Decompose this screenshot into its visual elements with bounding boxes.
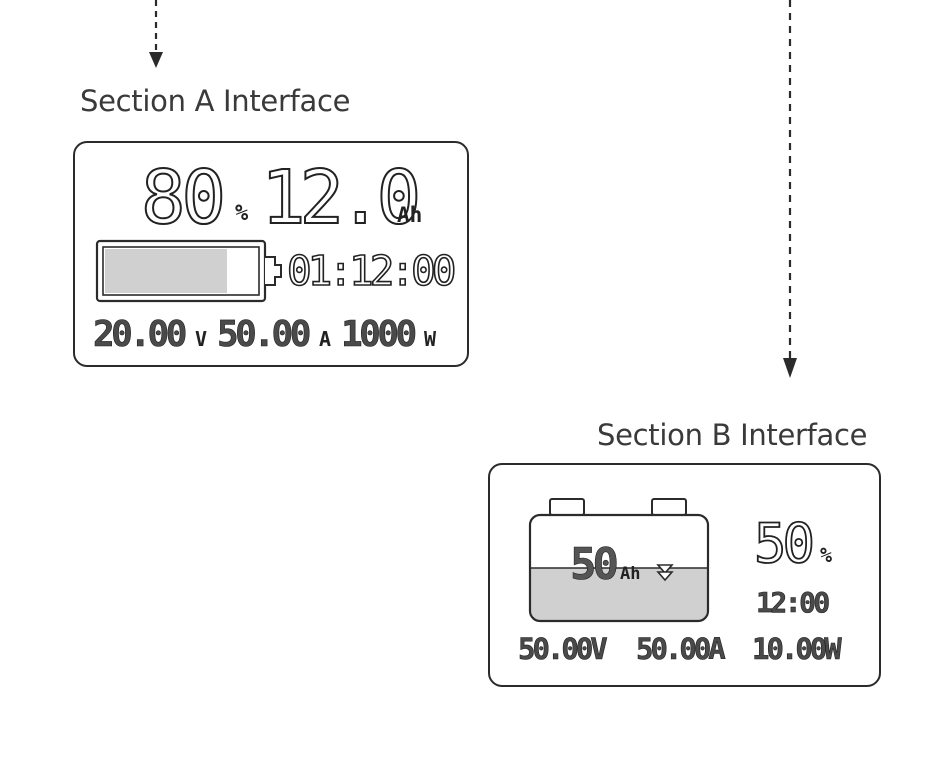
section-a-percent-value: 80 (140, 155, 227, 241)
section-b-power: 10.00W (752, 632, 842, 666)
section-a-time: 01:12:00 (286, 247, 457, 295)
section-a-power-unit: W (424, 327, 437, 351)
section-a-voltage-value: 20.00 (93, 314, 188, 355)
section-a-label: Section A Interface (80, 84, 351, 118)
section-a-power-value: 1000 (341, 314, 418, 355)
section-b-panel: 50 Ah 50 % 12:00 50.00V 50.00A 10.00W (488, 463, 881, 687)
section-b-capacity-unit: Ah (620, 564, 641, 584)
section-a-capacity-value: 12.0 (260, 155, 422, 241)
section-a-capacity-unit: Ah (397, 203, 423, 227)
section-b-percent-unit: % (820, 543, 833, 567)
section-b-battery-icon (528, 498, 710, 623)
section-b-current: 50.00A (636, 632, 726, 666)
section-a-battery-fill (105, 249, 227, 293)
arrow-to-section-b-icon (783, 0, 797, 378)
section-b-time: 12:00 (756, 586, 831, 619)
section-a-current-unit: A (319, 327, 332, 351)
section-b-label: Section B Interface (597, 418, 868, 452)
section-b-percent-value: 50 (753, 512, 816, 575)
section-a-voltage-unit: V (195, 327, 208, 351)
section-a-battery-icon (95, 239, 282, 303)
section-b-voltage: 50.00V (518, 632, 608, 666)
section-b-capacity-value: 50 (570, 539, 620, 590)
section-a-percent-unit: % (235, 201, 249, 226)
discharge-arrow-icon (656, 564, 674, 582)
section-b-battery-fill (530, 568, 708, 621)
section-a-current-value: 50.00 (217, 314, 312, 355)
arrow-to-section-a-icon (149, 0, 163, 68)
section-a-panel: 80 % 12.0 Ah 01:12:00 20.00 V 50.00 A 10… (73, 141, 469, 367)
